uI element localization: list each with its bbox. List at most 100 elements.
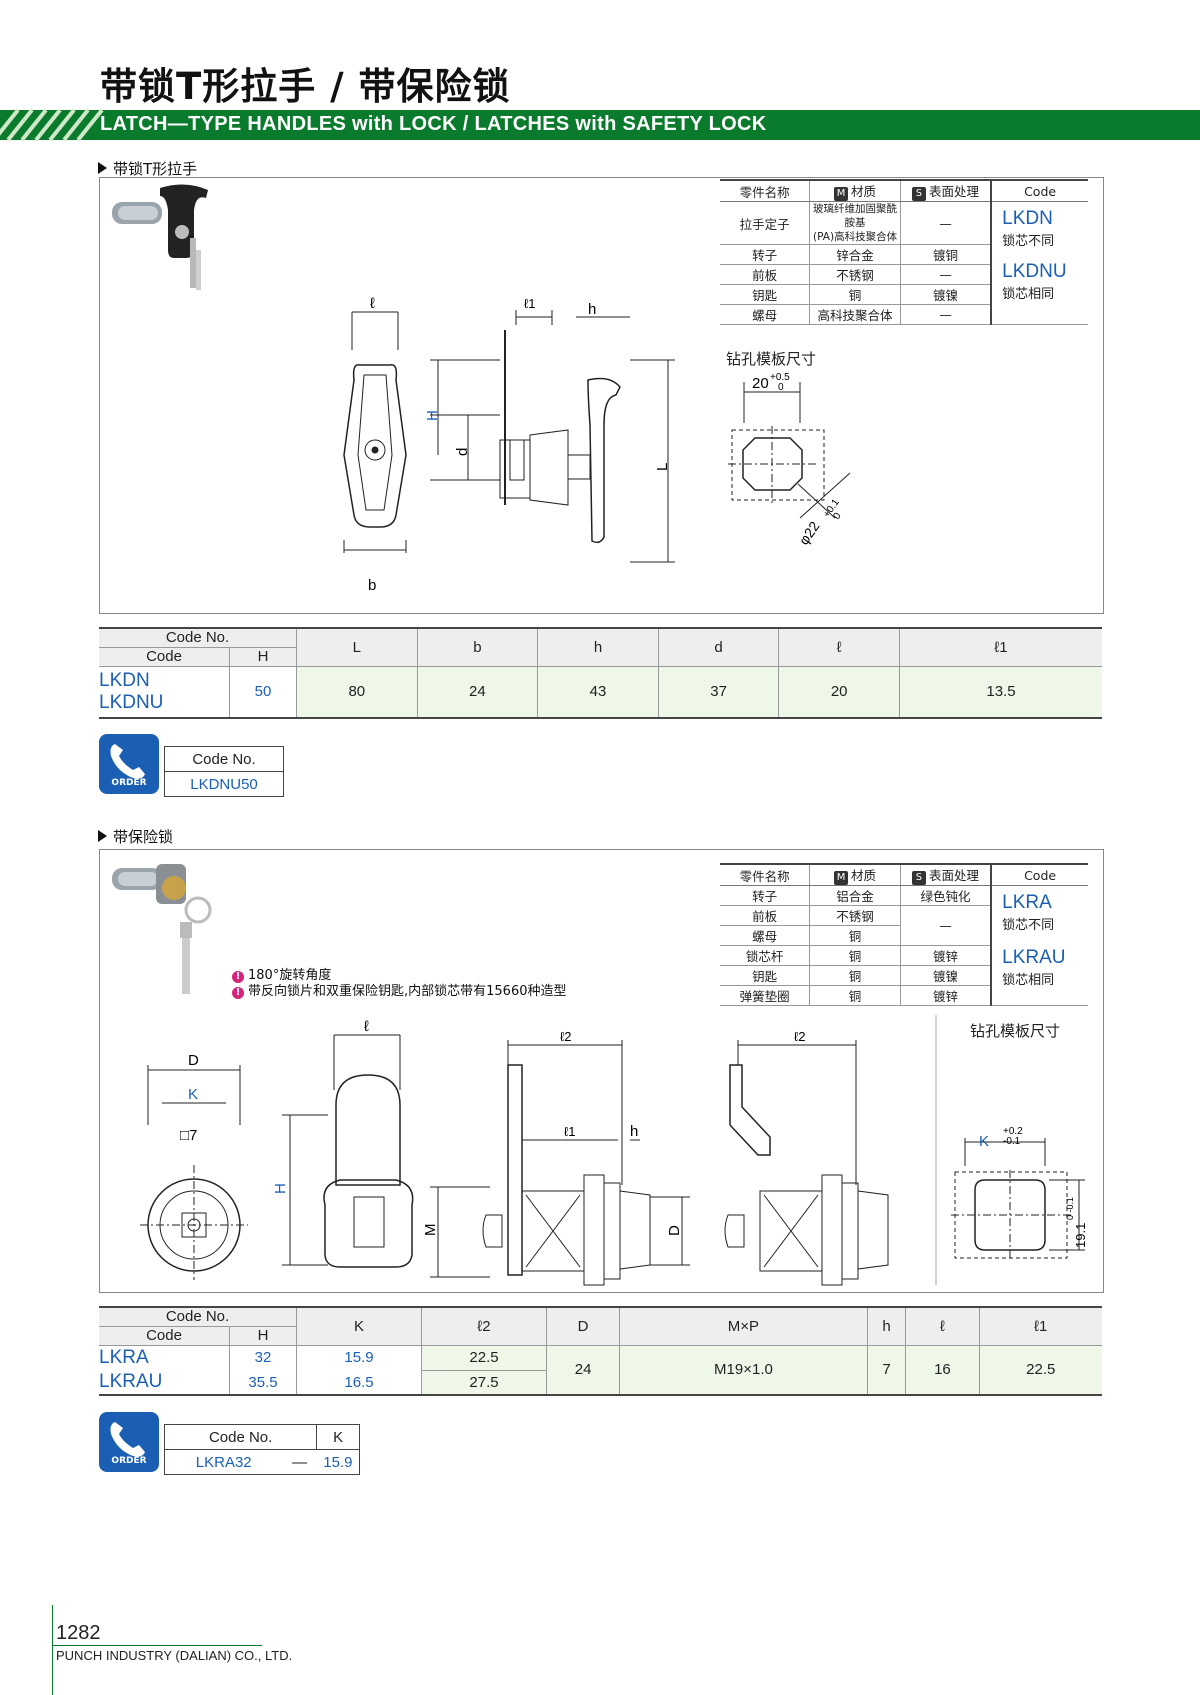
dim-col-b: b	[416, 627, 538, 667]
cam-dim-D-label: D	[188, 1052, 199, 1069]
dim-code-lkrau: LKRAU	[99, 1371, 163, 1392]
template1-diameter-tol-lower: 0	[831, 510, 843, 521]
spec-cell: 转子	[720, 244, 810, 265]
cam-dim-l-label: ℓ	[364, 1018, 369, 1035]
template2-k-tol-lower: -0.1	[1003, 1136, 1021, 1147]
cam-dim-M-label: M	[422, 1224, 439, 1237]
dim-code-lkra: LKRA	[99, 1346, 149, 1368]
template1-width-tol-upper: +0.5	[770, 372, 790, 383]
template2-k-label: K	[979, 1133, 989, 1150]
cam-dim-Dside-label: D	[666, 1225, 683, 1236]
spec-header-material-text: 材质	[851, 868, 877, 883]
template2-drawing: K +0.2 -0.1 19.1 0 -0.1	[951, 1126, 1088, 1260]
code-lkdn: LKDN	[1002, 208, 1053, 229]
template2-title: 钻孔模板尺寸	[970, 1022, 1061, 1040]
dim-col-l: ℓ	[905, 1306, 980, 1346]
spec-header-surface-text: 表面处理	[928, 184, 979, 199]
spec-cell: 镀镍	[899, 284, 992, 305]
dim-code-lkdnu: LKDNU	[99, 691, 164, 713]
section2-order-table: Code No.K LKRA32—15.9	[163, 1424, 360, 1475]
dim-col-L: L	[296, 627, 418, 667]
code-lkrau-desc: 锁芯相同	[1002, 973, 1055, 988]
dim-d-label: d	[454, 448, 471, 456]
spec-cell: 不锈钢	[809, 264, 901, 285]
title-english: LATCH—TYPE HANDLES with LOCK / LATCHES w…	[100, 113, 767, 135]
spec-cell: 高科技聚合体	[809, 304, 901, 325]
phone-icon	[110, 744, 145, 779]
order-dash: —	[282, 1449, 317, 1475]
order-value: LKRA32	[164, 1449, 283, 1475]
material-badge: M	[834, 187, 849, 201]
dim-l1-value: 13.5	[898, 666, 1102, 718]
t-handle-drawing: ℓ ℓ1 h H d L b	[343, 295, 675, 594]
note-icon: !	[232, 971, 244, 983]
spec-cell: 铜	[809, 985, 901, 1006]
order-icon: ORDER	[99, 734, 159, 794]
dim-h-value: 7	[866, 1345, 906, 1395]
spec-cell: 转子	[720, 885, 810, 906]
template1-title: 钻孔模板尺寸	[726, 350, 817, 368]
company-name: PUNCH INDUSTRY (DALIAN) CO., LTD.	[56, 1648, 293, 1663]
dim-H-value: 32	[229, 1345, 297, 1370]
code-lkdnu: LKDNU	[1002, 261, 1067, 282]
order-value-k: 15.9	[316, 1449, 360, 1475]
spec-header-code: Code	[990, 179, 1088, 202]
cam-dim-H-label: H	[272, 1183, 289, 1194]
template1-drawing: 20 +0.5 0 φ22 +0.1 0	[728, 372, 851, 548]
code-lkdnu-desc: 锁芯相同	[1002, 287, 1055, 302]
code-lkdn-desc: 锁芯不同	[1002, 234, 1055, 249]
spec-cell: 镀锌	[899, 945, 992, 966]
footer-rule-horizontal	[52, 1645, 262, 1646]
dim-col-MxP: M×P	[619, 1306, 868, 1346]
order-icon: ORDER	[99, 1412, 159, 1472]
dim-D-value: 24	[545, 1345, 620, 1395]
cam-dim-K-label: K	[188, 1086, 198, 1103]
spec-cell: 镀锌	[899, 985, 992, 1006]
material-badge: M	[834, 871, 849, 885]
dim-L-label: L	[654, 463, 671, 471]
dim-l-value: 16	[905, 1345, 980, 1395]
dim-col-d: d	[657, 627, 779, 667]
spec-cell: 钥匙	[720, 965, 810, 986]
phone-icon	[110, 1422, 145, 1457]
dim-K-value: 16.5	[296, 1370, 422, 1395]
section2-heading: 带保险锁	[98, 826, 173, 847]
dim-subheader-code: Code	[99, 1326, 230, 1346]
spec-header-material-text: 材质	[851, 184, 877, 199]
dim-h-value: 43	[537, 666, 659, 718]
spec-cell: 镀镍	[899, 965, 992, 986]
dim-H-value: 50	[229, 666, 297, 718]
spec-cell: 螺母	[720, 925, 810, 946]
spec-cell: —	[899, 201, 992, 245]
cam-lock-photo	[112, 864, 212, 994]
dim-d-value: 37	[657, 666, 779, 718]
spec-header-surface-text: 表面处理	[928, 868, 979, 883]
spec-cell: 铝合金	[809, 885, 901, 906]
section1-heading-text: 带锁T形拉手	[113, 160, 198, 178]
dim-col-D: D	[545, 1306, 620, 1346]
spec-cell: 螺母	[720, 304, 810, 325]
spec-cell: 铜	[809, 945, 901, 966]
banner-stripes	[0, 108, 104, 142]
spec-cell: —	[899, 304, 992, 325]
section1-heading: 带锁T形拉手	[98, 158, 197, 179]
section2-panel	[99, 849, 1104, 1293]
spec-cell: 锌合金	[809, 244, 901, 265]
spec-cell: 铜	[809, 965, 901, 986]
order-header-k: K	[316, 1424, 360, 1450]
section2-dim-table: Code No. K ℓ2 D M×P h ℓ ℓ1 Code H LKRA 3…	[99, 1306, 1102, 1396]
template2-k-tol-upper: +0.2	[1003, 1126, 1023, 1137]
spec-cell: 铜	[809, 284, 901, 305]
dim-subheader-H: H	[229, 1326, 297, 1346]
dim-subheader-H: H	[229, 647, 297, 667]
template1-diameter: φ22	[795, 518, 822, 548]
spec-cell: 钥匙	[720, 284, 810, 305]
surface-badge: S	[911, 187, 926, 201]
title-banner	[0, 110, 1200, 140]
dim-group-header: Code No.	[99, 627, 297, 648]
dim-K-value: 15.9	[296, 1345, 422, 1370]
cam-dim-l1-label: ℓ1	[564, 1124, 575, 1139]
